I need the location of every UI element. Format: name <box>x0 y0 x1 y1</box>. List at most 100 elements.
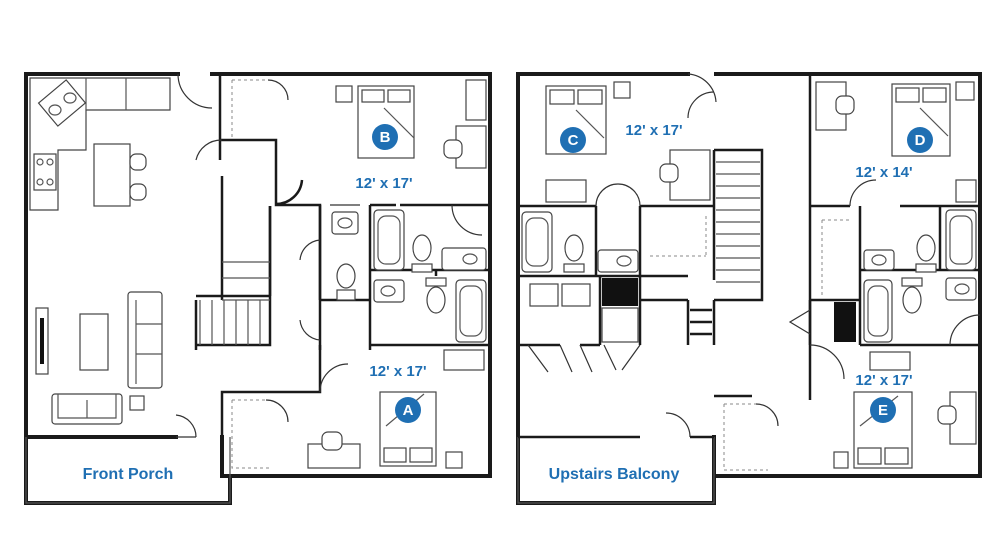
badge-d: D <box>907 127 933 153</box>
chair-a <box>321 431 343 451</box>
kitchen-island <box>93 143 131 207</box>
badge-b-letter: B <box>380 129 391 146</box>
sofa <box>127 291 163 389</box>
bath-right-door <box>949 314 981 346</box>
bed-a <box>379 391 437 467</box>
room-b-size: 12' x 17' <box>355 175 412 192</box>
toilet-5-tank <box>915 263 937 273</box>
closet-b-door <box>267 79 289 101</box>
closet-e <box>821 219 850 296</box>
washer <box>529 283 559 307</box>
nightstand-e <box>833 451 849 469</box>
bedroom-c-door-2 <box>687 91 715 119</box>
badge-a-letter: A <box>403 402 414 419</box>
room-c-size: 12' x 17' <box>625 122 682 139</box>
toilet-5 <box>916 234 936 262</box>
coffee-table <box>79 313 109 371</box>
toilet-3-tank <box>425 277 447 287</box>
badge-a: A <box>395 397 421 423</box>
sink-1 <box>331 211 359 235</box>
badge-b: B <box>372 124 398 150</box>
bed-c <box>545 85 607 155</box>
bath-center-walls <box>518 206 688 347</box>
bath-left-door <box>299 239 321 341</box>
toilet-4 <box>564 234 584 262</box>
toilet-4-tank <box>563 263 585 273</box>
nightstand-d <box>955 81 975 101</box>
tub-1 <box>373 209 405 271</box>
toilet-2 <box>412 234 432 262</box>
toilet-3 <box>426 286 446 314</box>
sink-2 <box>441 247 487 271</box>
dresser-c <box>545 179 587 203</box>
sink-5 <box>863 249 895 271</box>
closet-e2 <box>723 403 768 471</box>
bedroom-a-walls <box>220 345 322 476</box>
chair-d <box>835 95 855 115</box>
stove <box>33 153 57 191</box>
badge-c: C <box>560 127 586 153</box>
room-d-size: 12' x 14' <box>855 164 912 181</box>
dresser-d <box>955 179 977 203</box>
chair-e <box>937 405 957 425</box>
nightstand-b <box>335 85 353 103</box>
front-porch-label: Front Porch <box>83 466 174 483</box>
front-porch-outline <box>25 437 231 504</box>
left-unit: B 12' x 17' <box>24 72 492 505</box>
tub-3 <box>521 211 553 273</box>
dryer <box>561 283 591 307</box>
bar-stool-2 <box>129 183 147 201</box>
dresser-e <box>869 351 911 371</box>
kitchen-door <box>177 73 213 109</box>
balcony-outline <box>517 437 715 504</box>
toilet-1-tank <box>336 289 356 301</box>
badge-c-letter: C <box>568 132 579 149</box>
chair-b <box>443 139 463 159</box>
stair-walls <box>220 176 272 300</box>
chair-c <box>659 163 679 183</box>
left-unit-exterior-wall <box>24 72 492 505</box>
toilet-1 <box>336 263 356 289</box>
right-unit: C 12' x 17' <box>516 72 982 505</box>
badge-e: E <box>870 397 896 423</box>
desk-b <box>455 125 487 169</box>
toilet-2-tank <box>411 263 433 273</box>
hall-walls <box>194 74 278 350</box>
tv <box>40 318 44 364</box>
nightstand-a <box>445 451 463 469</box>
bar-stool-1 <box>129 153 147 171</box>
bedroom-c-walls <box>518 150 716 280</box>
dresser-b <box>465 79 487 121</box>
sink-6 <box>945 277 977 301</box>
water-heater-2 <box>834 302 856 342</box>
bedroom-e-walls <box>714 345 812 400</box>
closet-b <box>231 79 268 140</box>
utility-closet <box>601 307 639 343</box>
tub-4 <box>945 209 977 271</box>
toilet-6 <box>902 286 922 314</box>
hall-door <box>195 139 223 161</box>
closet-a-door <box>265 399 289 423</box>
front-door <box>175 414 197 438</box>
kitchen-sink <box>37 79 87 127</box>
nightstand-c <box>613 81 631 99</box>
closet-a <box>231 399 272 469</box>
balcony-label: Upstairs Balcony <box>549 466 680 483</box>
badge-e-letter: E <box>878 402 888 419</box>
room-a-size: 12' x 17' <box>369 363 426 380</box>
bedroom-d-door <box>849 179 877 207</box>
linen-closet <box>650 216 707 257</box>
laundry-doors <box>527 344 641 373</box>
closet-e2-door <box>755 403 779 427</box>
balcony-door <box>665 412 691 438</box>
tub-5 <box>863 279 893 343</box>
top-landing-door <box>687 73 717 103</box>
loveseat <box>51 393 123 425</box>
water-heater-1 <box>602 278 638 306</box>
sink-3 <box>373 279 405 303</box>
bedroom-c-door <box>595 183 641 207</box>
tub-2 <box>455 279 487 343</box>
sink-4 <box>597 249 639 273</box>
room-e-size: 12' x 17' <box>855 372 912 389</box>
